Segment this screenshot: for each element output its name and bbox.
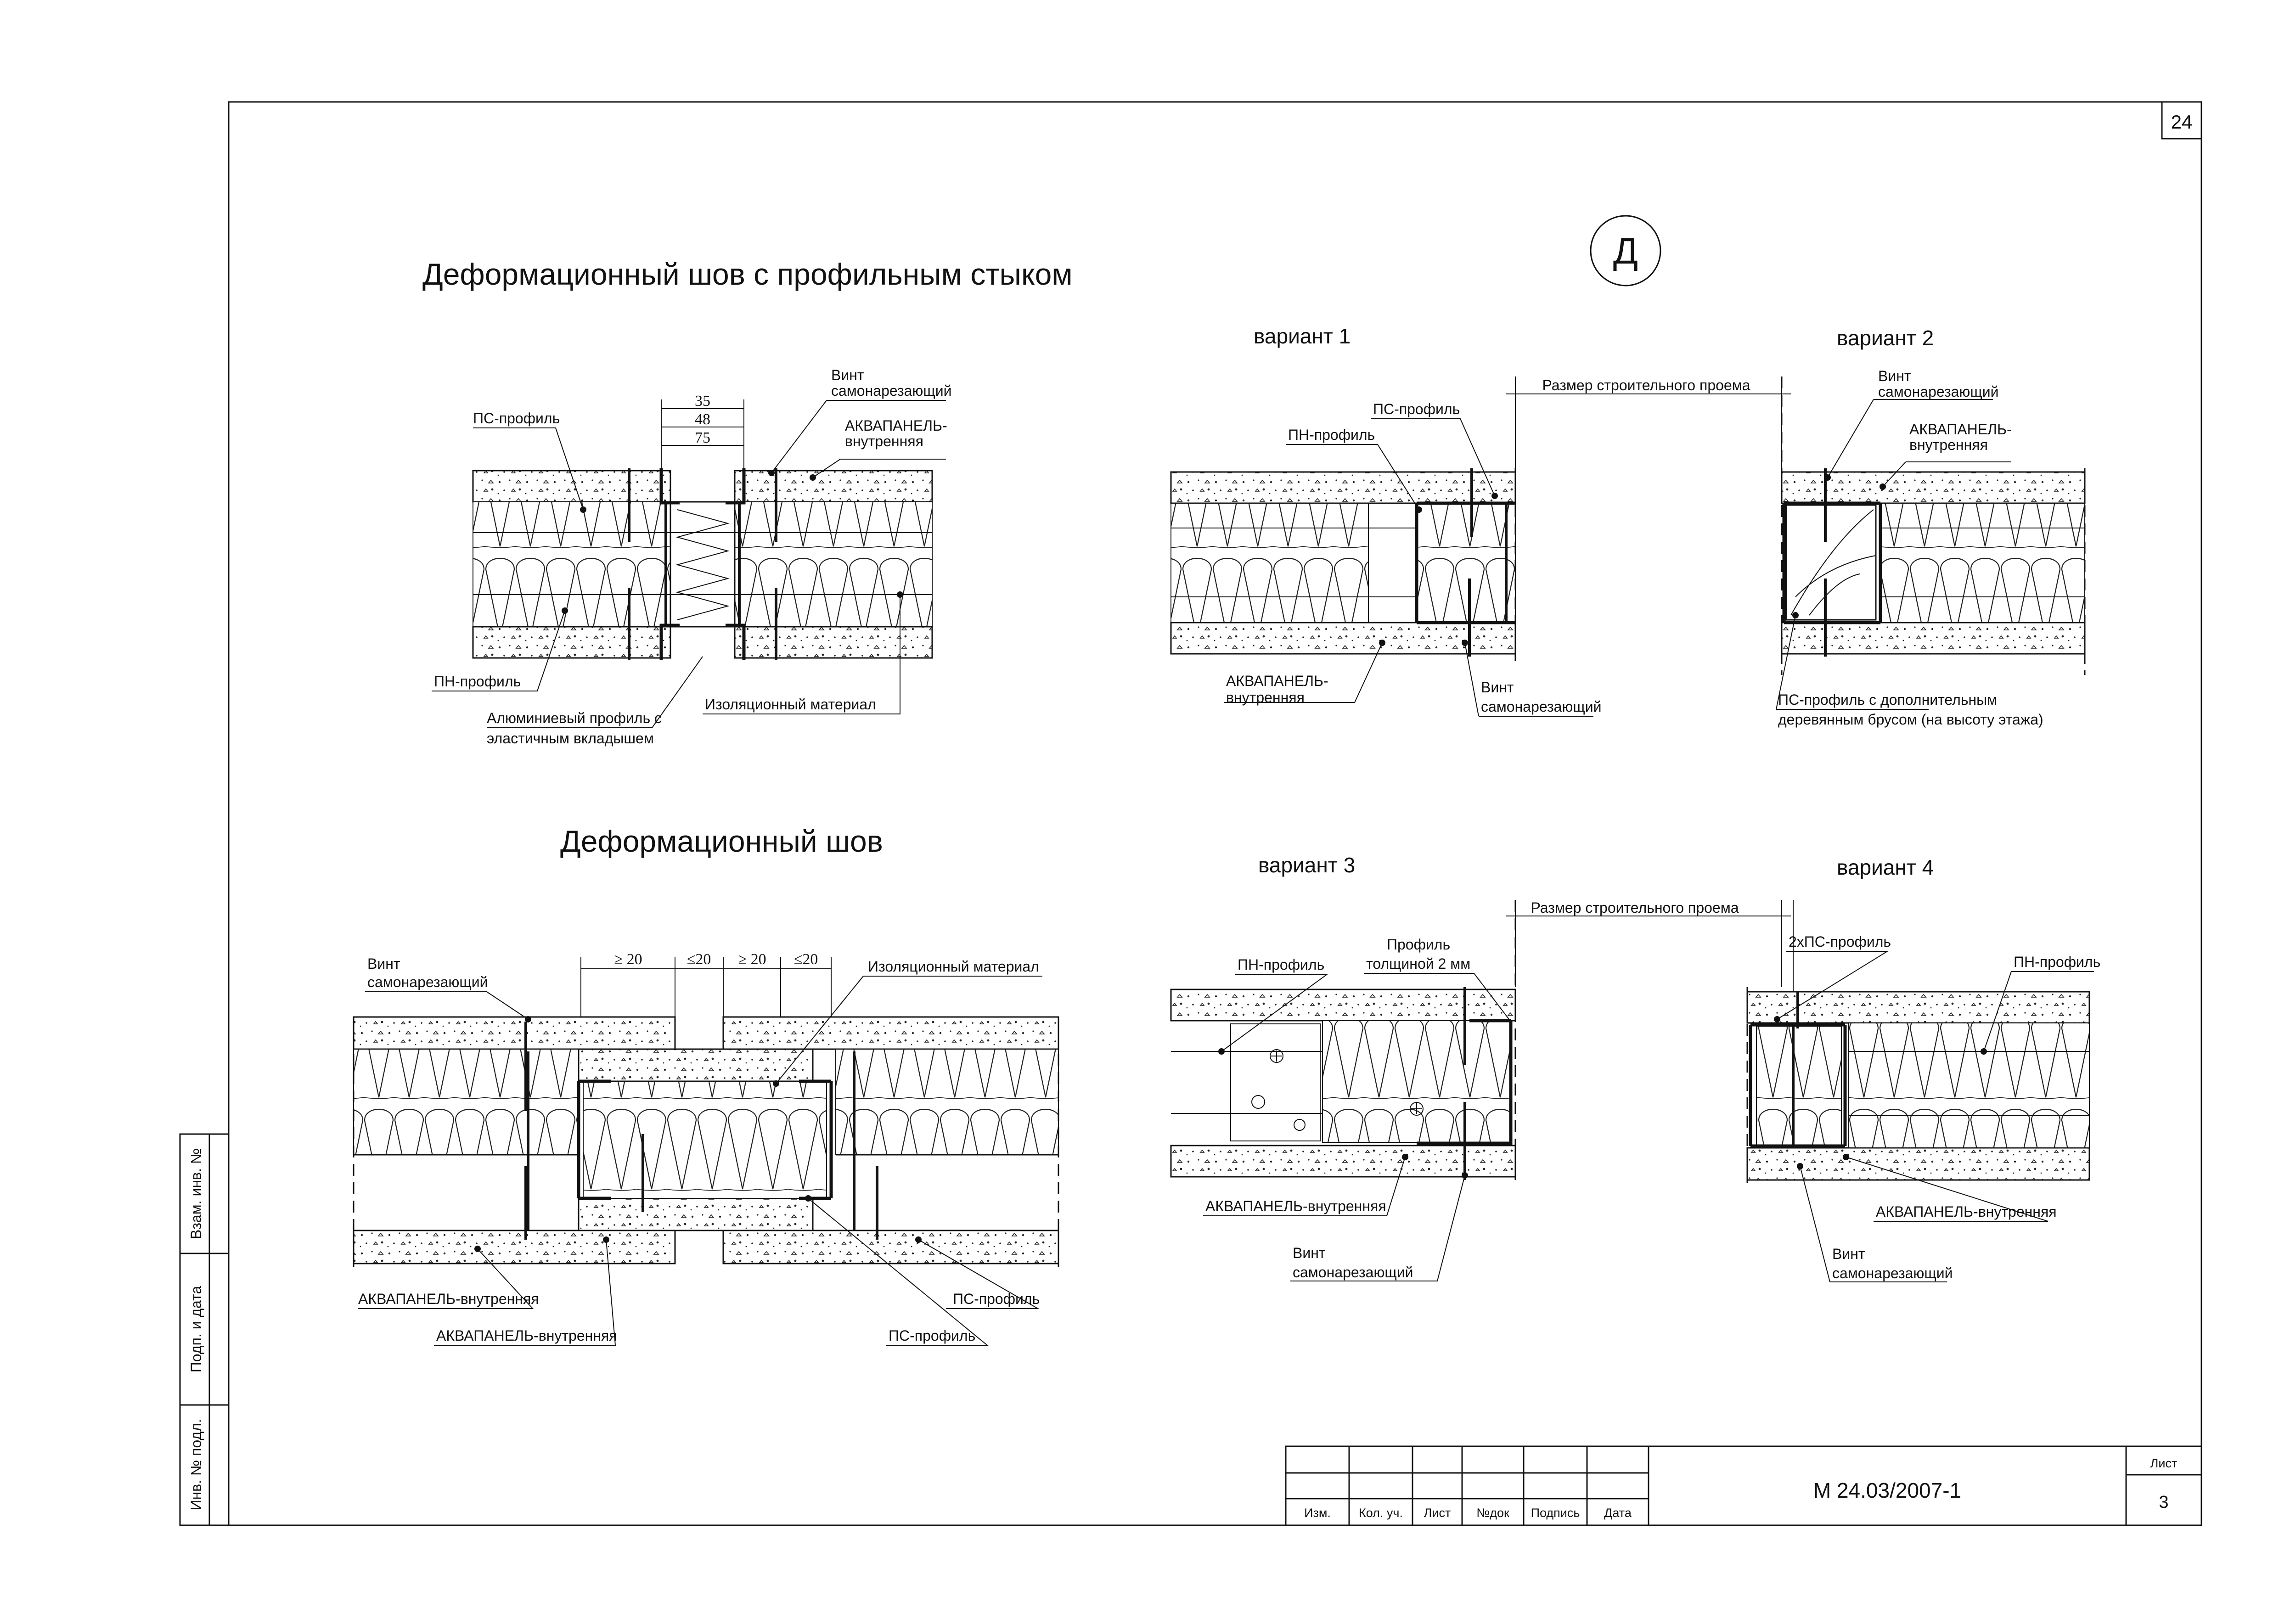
label-aquapanel: АКВАПАНЕЛЬ-внутренняя [1876,1203,2057,1220]
label-screw: Винт [831,367,864,383]
detail-mark: Д [1590,215,1661,287]
label-aluminium-profile: эластичным вкладышем [487,730,654,747]
side-stamp-label: Инв. № подл. [188,1419,204,1510]
label-ps-profile: ПС-профиль [889,1327,975,1344]
label-screw: самонарезающий [1832,1265,1953,1281]
detail-profile-joint: Деформационный шов с профильным стыком 3… [422,257,1073,747]
dimension-label: 35 [695,393,710,410]
detail-mark-letter: Д [1613,230,1638,271]
dimension-label: ≥ 20 [738,951,766,968]
label-pn-profile: ПН-профиль [1288,427,1375,443]
label-aquapanel: внутренняя [1909,437,1988,453]
side-stamp-label: Подп. и дата [188,1286,204,1373]
label-screw: самонарезающий [1481,698,1602,715]
label-screw: Винт [1481,679,1514,696]
stamp-header: Дата [1604,1506,1632,1520]
label-ps-profile: ПС-профиль с дополнительным [1778,691,1997,708]
stamp-header: Лист [1424,1506,1451,1520]
label-screw: Винт [1832,1246,1865,1262]
sheet-number: 24 [2171,111,2193,133]
stamp-header: Кол. уч. [1359,1506,1403,1520]
label-screw: самонарезающий [1293,1264,1413,1281]
detail-expansion-joint: Деформационный шов ≥ 20 ≤20 ≥ 20 ≤20 [353,824,1059,1346]
label-ps-profile: ПС-профиль [953,1291,1040,1307]
label-aquapanel: АКВАПАНЕЛЬ-внутренняя [358,1291,539,1307]
label-pn-profile: ПН-профиль [2014,954,2100,970]
stamp-header: Подпись [1531,1506,1580,1520]
detail-title: Деформационный шов с профильным стыком [422,257,1073,291]
side-stamp-label: Взам. инв. № [188,1148,204,1239]
label-insulation: Изоляционный материал [705,696,876,713]
variant-title: вариант 4 [1837,855,1934,879]
variant-2: вариант 2 Винт самонарезающий АКВАПАНЕЛЬ… [1776,326,2086,728]
label-screw: самонарезающий [367,974,488,990]
variant-title: вариант 3 [1258,853,1355,877]
label-profile: Профиль [1387,936,1450,953]
label-pn-profile: ПН-профиль [1238,956,1324,973]
variant-1: вариант 1 Размер строительного проема ПС… [1170,324,1791,717]
dimension-label: ≤20 [794,951,818,968]
sheet-label: Лист [2150,1456,2178,1470]
dimension-label: ≥ 20 [614,951,642,968]
opening-size-label: Размер строительного проема [1531,899,1739,916]
side-stamp: Взам. инв. № Подп. и дата Инв. № подл. [179,1133,230,1526]
label-aquapanel: внутренняя [845,433,923,449]
label-ps-profile: ПС-профиль [1373,401,1460,417]
label-aquapanel: АКВАПАНЕЛЬ- [1226,673,1328,689]
sheet-frame: 24 [228,101,2202,1526]
title-block: Изм. Кол. уч. Лист №док Подпись Дата М 2… [1285,1445,2202,1526]
label-aquapanel: АКВАПАНЕЛЬ-внутренняя [1205,1198,1386,1214]
stamp-header: №док [1476,1506,1509,1520]
document-code: М 24.03/2007-1 [1813,1478,1961,1502]
label-aluminium-profile: Алюминиевый профиль с [487,710,662,726]
label-profile: толщиной 2 мм [1366,955,1470,972]
detail-title: Деформационный шов [560,824,883,858]
variant-4: вариант 4 2хПС-профиль ПН-профиль АКВАПА… [1746,855,2100,1282]
label-screw: Винт [1293,1245,1326,1261]
sheet-value: 3 [2159,1493,2168,1512]
label-screw: Винт [1878,368,1911,384]
label-ps-profile: ПС-профиль [473,410,560,427]
label-ps-profile: 2хПС-профиль [1789,933,1891,950]
label-screw: самонарезающий [1878,383,1999,400]
stamp-header: Изм. [1304,1506,1331,1520]
label-aquapanel: внутренняя [1226,689,1305,706]
label-screw: Винт [367,955,400,972]
label-pn-profile: ПН-профиль [434,673,521,690]
label-screw: самонарезающий [831,382,952,399]
variant-title: вариант 2 [1837,326,1934,350]
label-insulation: Изоляционный материал [868,958,1039,975]
opening-size-label: Размер строительного проема [1542,377,1750,393]
label-aquapanel: АКВАПАНЕЛЬ- [1909,421,2012,438]
label-aquapanel: АКВАПАНЕЛЬ- [845,417,947,434]
dimension-label: ≤20 [687,951,711,968]
variant-title: вариант 1 [1254,324,1351,348]
dimension-label: 48 [695,411,710,428]
variant-3: вариант 3 Размер строительного проема ПН… [1170,853,1791,1281]
label-ps-profile: деревянным брусом (на высоту этажа) [1778,711,2043,728]
label-aquapanel: АКВАПАНЕЛЬ-внутренняя [436,1327,617,1344]
dimension-label: 75 [695,429,710,446]
